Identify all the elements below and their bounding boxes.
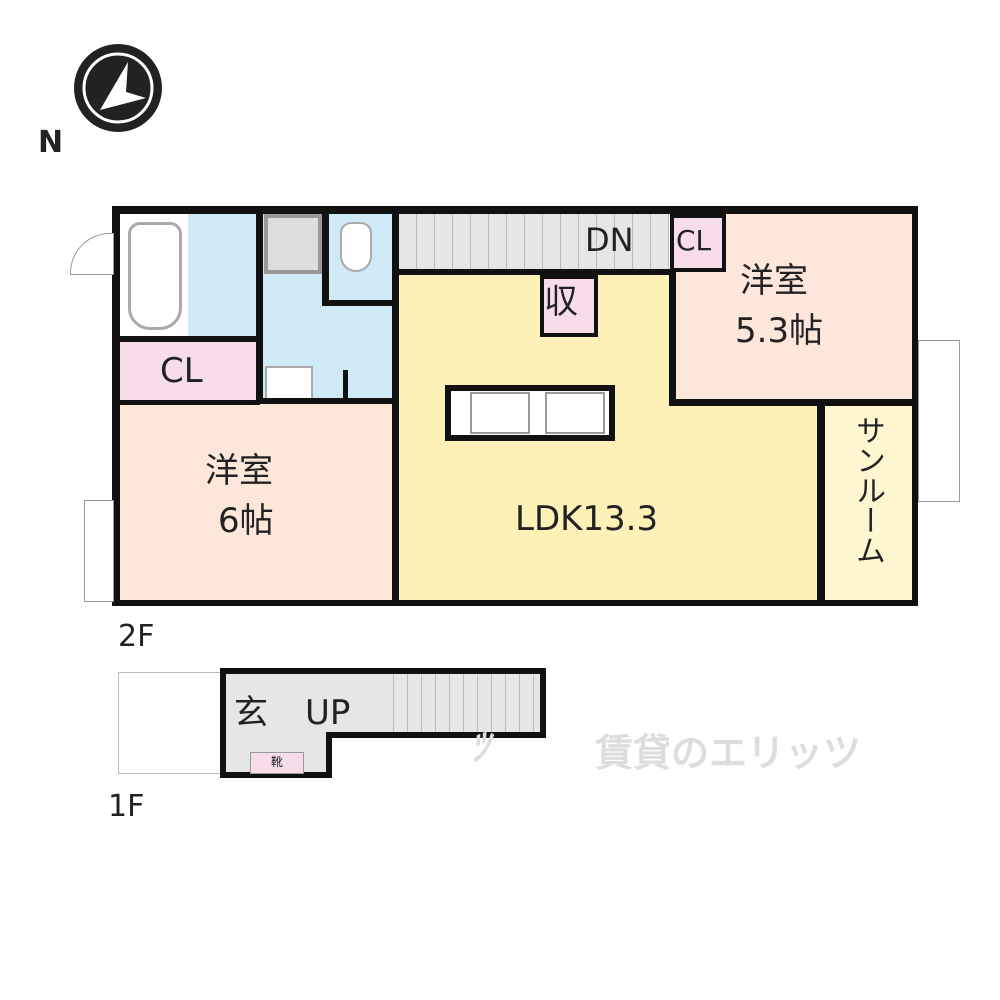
floor1-label: 1F — [108, 789, 145, 824]
ldk-label: LDK13.3 — [515, 499, 659, 539]
stairs-down-label: DN — [585, 221, 634, 259]
closet-left-label: CL — [160, 351, 203, 391]
window — [84, 500, 114, 602]
closet-left — [120, 342, 256, 400]
floor1-porch — [118, 672, 222, 774]
stove-icon — [470, 392, 530, 434]
western-room-b-name: 洋室 — [205, 451, 273, 491]
storage — [540, 275, 598, 337]
sunroom-label: サンルーム — [850, 415, 885, 565]
watermark-text: 賃貸のエリッツ — [595, 731, 862, 775]
stairs-up-label: UP — [305, 693, 351, 733]
stairs-up — [380, 674, 540, 732]
western-room-a-name: 洋室 — [740, 261, 808, 301]
western-room-a — [676, 272, 912, 400]
western-room-a-size: 5.3帖 — [735, 311, 824, 351]
window — [918, 340, 960, 502]
bathtub-icon — [128, 222, 182, 330]
sink-icon — [265, 366, 313, 400]
western-room-b-size: 6帖 — [218, 501, 274, 541]
watermark-logo: ﾂ — [470, 725, 490, 769]
shoe-box: 靴 — [250, 752, 304, 774]
western-room-b — [120, 404, 392, 600]
storage-label: 収 — [544, 282, 578, 322]
floor2-label: 2F — [118, 619, 155, 654]
kitchen-counter — [445, 385, 615, 441]
kitchen-sink-icon — [545, 392, 605, 434]
entrance-label: 玄 — [234, 693, 268, 733]
sunroom — [824, 406, 912, 600]
stairs-down — [399, 214, 669, 270]
washing-machine-icon — [264, 214, 322, 274]
door — [70, 233, 114, 275]
closet-right-label: CL — [676, 224, 712, 257]
closet-right — [670, 214, 726, 272]
bath-dressing-area — [188, 214, 256, 336]
toilet-icon — [340, 222, 372, 272]
compass-north-label: N — [38, 125, 64, 160]
compass-icon — [70, 40, 166, 136]
